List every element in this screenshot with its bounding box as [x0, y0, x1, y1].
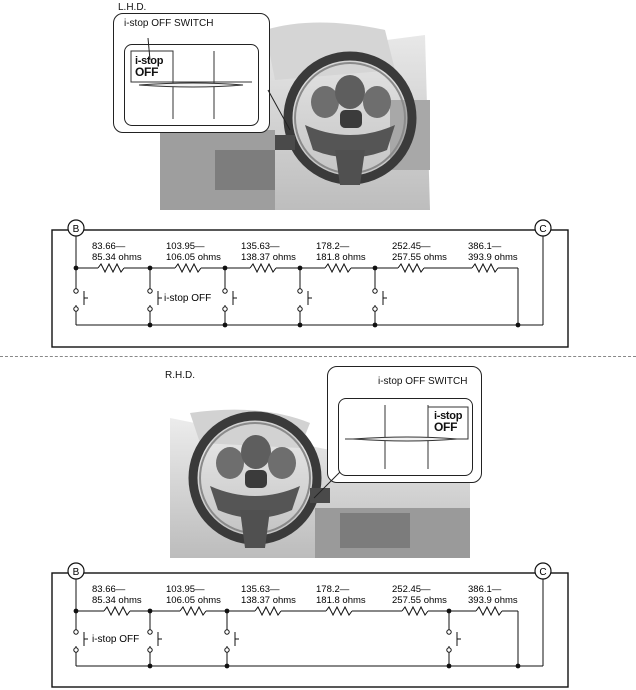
rhd-terminal-c-label: C	[539, 567, 546, 578]
rhd-junctions	[73, 608, 521, 669]
rhd-terminal-b-label: B	[73, 567, 80, 578]
lhd-resistor-labels: 83.66— 85.34 ohms 103.95— 106.05 ohms 13…	[92, 241, 518, 263]
rhd-switch-panel: i-stop OFF	[338, 398, 473, 476]
lhd-r3-line1: 135.63—	[241, 241, 280, 252]
rhd-r2-line1: 103.95—	[166, 584, 205, 595]
rhd-switch-callout: i-stop OFF SWITCH i-stop OFF	[327, 366, 482, 483]
rhd-r1-line2: 85.34 ohms	[92, 595, 142, 606]
section-divider	[0, 356, 636, 357]
rhd-leader-line	[313, 471, 341, 499]
rhd-r5-line2: 257.55 ohms	[392, 595, 447, 606]
lhd-switch-panel: i-stop OFF	[124, 44, 259, 126]
lhd-terminal-c-label: C	[539, 224, 546, 235]
rhd-resistors	[103, 605, 503, 617]
rhd-heading: R.H.D.	[165, 370, 195, 381]
lhd-circuit-diagram: B C 83.66— 85.34 ohms 103.95— 106.05 ohm…	[51, 219, 569, 348]
rhd-dashboard-illustration	[170, 409, 470, 558]
rhd-istop-button-line2: OFF	[434, 420, 458, 434]
lhd-r6-line2: 393.9 ohms	[468, 252, 518, 263]
rhd-r3-line1: 135.63—	[241, 584, 280, 595]
rhd-switch-label: i-stop OFF	[92, 634, 139, 645]
lhd-r2-line2: 106.05 ohms	[166, 252, 221, 263]
lhd-callout-title: i-stop OFF SWITCH	[124, 18, 214, 29]
rhd-r3-line2: 138.37 ohms	[241, 595, 296, 606]
rhd-r4-line1: 178.2—	[316, 584, 350, 595]
rhd-istop-button-line1: i-stop	[434, 410, 463, 422]
lhd-r6-line1: 386.1—	[468, 241, 502, 252]
rhd-r1-line1: 83.66—	[92, 584, 126, 595]
rhd-panel-grid	[345, 405, 469, 469]
lhd-r4-line1: 178.2—	[316, 241, 350, 252]
lhd-istop-button-line2: OFF	[135, 65, 159, 79]
lhd-istop-button: i-stop OFF	[135, 55, 164, 79]
lhd-switch-callout: i-stop OFF SWITCH i-stop OFF	[113, 13, 270, 133]
lhd-r5-line2: 257.55 ohms	[392, 252, 447, 263]
rhd-istop-button: i-stop OFF	[434, 410, 463, 434]
rhd-callout-title: i-stop OFF SWITCH	[378, 376, 468, 387]
lhd-r4-line2: 181.8 ohms	[316, 252, 366, 263]
lhd-r3-line2: 138.37 ohms	[241, 252, 296, 263]
rhd-r6-line1: 386.1—	[468, 584, 502, 595]
lhd-panel-grid	[130, 50, 252, 119]
lhd-resistors	[97, 262, 499, 274]
lhd-r1-line2: 85.34 ohms	[92, 252, 142, 263]
rhd-r4-line2: 181.8 ohms	[316, 595, 366, 606]
lhd-terminal-b-label: B	[73, 224, 80, 235]
rhd-circuit-diagram: B C 83.66— 85.34 ohms 103.95— 106.05 ohm…	[51, 562, 569, 688]
lhd-switches	[73, 268, 387, 325]
lhd-istop-button-line1: i-stop	[135, 55, 164, 67]
rhd-resistor-labels: 83.66— 85.34 ohms 103.95— 106.05 ohms 13…	[92, 584, 518, 606]
lhd-r1-line1: 83.66—	[92, 241, 126, 252]
rhd-r2-line2: 106.05 ohms	[166, 595, 221, 606]
lhd-junctions	[73, 265, 521, 328]
lhd-heading: L.H.D.	[118, 2, 147, 13]
rhd-r5-line1: 252.45—	[392, 584, 431, 595]
lhd-leader-line	[147, 37, 291, 131]
rhd-r6-line2: 393.9 ohms	[468, 595, 518, 606]
lhd-r2-line1: 103.95—	[166, 241, 205, 252]
lhd-switch-label: i-stop OFF	[164, 293, 211, 304]
rhd-switches	[73, 611, 461, 666]
lhd-r5-line1: 252.45—	[392, 241, 431, 252]
